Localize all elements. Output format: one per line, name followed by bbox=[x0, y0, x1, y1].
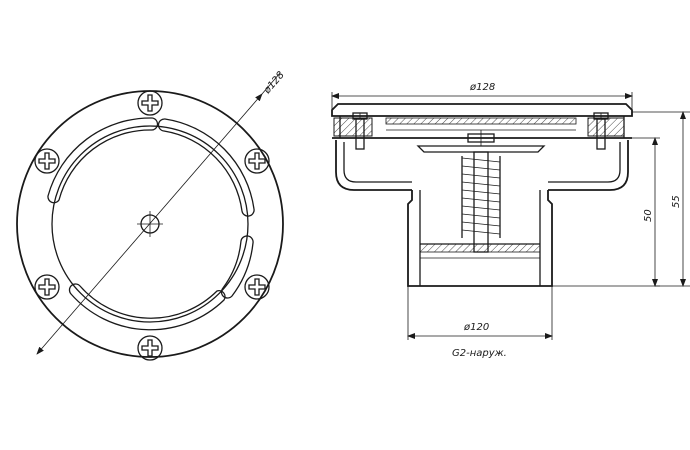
phillips-screw-icon bbox=[137, 90, 163, 116]
diameter-dimension-line bbox=[36, 93, 263, 355]
phillips-screw-icon bbox=[244, 274, 270, 300]
bowl-right bbox=[548, 140, 629, 191]
bottom-diameter-label: ø120 bbox=[463, 322, 489, 333]
height-50-label: 50 bbox=[643, 209, 654, 222]
cover-plate bbox=[331, 103, 633, 117]
front-view: ø128 bbox=[16, 70, 287, 361]
section-view: ø128 bbox=[331, 82, 690, 359]
valve-disc bbox=[416, 145, 546, 153]
top-diameter-label: ø128 bbox=[469, 82, 495, 93]
right-gasket bbox=[587, 117, 625, 137]
threaded-pipe bbox=[407, 190, 553, 287]
thread-label: G2-наруж. bbox=[452, 348, 507, 359]
section-screw-right bbox=[593, 112, 609, 150]
front-diameter-label: ø128 bbox=[261, 70, 287, 97]
phillips-screw-icon bbox=[34, 274, 60, 300]
bowl-left bbox=[335, 140, 412, 191]
phillips-screw-icon bbox=[34, 148, 60, 174]
section-screw-left bbox=[352, 112, 368, 150]
phillips-screw-icon bbox=[244, 148, 270, 174]
phillips-screw-icon bbox=[137, 335, 163, 361]
left-gasket bbox=[333, 117, 373, 137]
spring bbox=[461, 151, 501, 253]
height-55-label: 55 bbox=[671, 195, 682, 208]
